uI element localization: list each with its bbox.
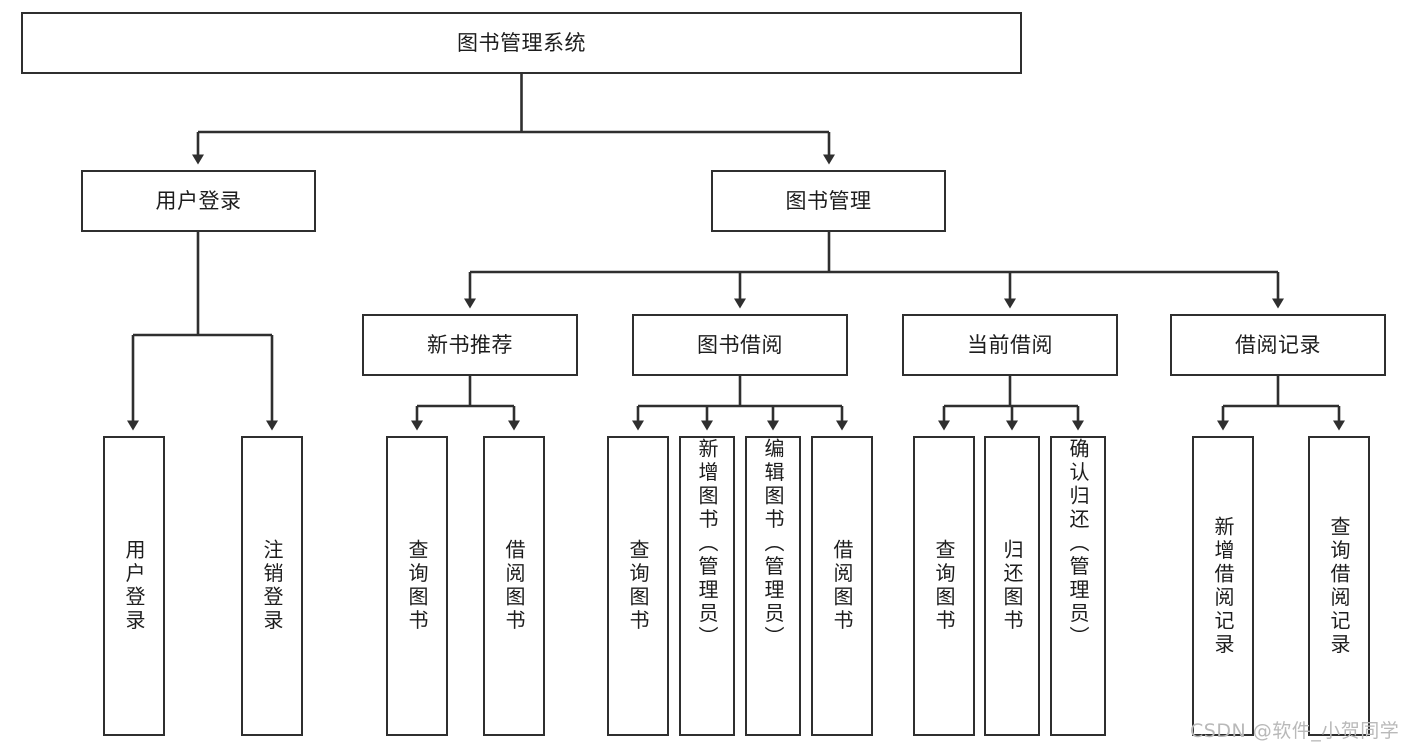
node-leaf-query-book-cb[interactable]: 查询图书 bbox=[913, 436, 975, 736]
node-new-book-rec-label: 新书推荐 bbox=[427, 332, 513, 357]
node-leaf-query-book-br[interactable]: 查询图书 bbox=[607, 436, 669, 736]
node-leaf-edit-book[interactable]: 编辑图书（管理员） bbox=[745, 436, 801, 736]
node-leaf-confirm-return-label: 确认归还（管理员） bbox=[1066, 438, 1090, 650]
node-leaf-query-book-cb-label: 查询图书 bbox=[932, 539, 956, 633]
node-leaf-confirm-return[interactable]: 确认归还（管理员） bbox=[1050, 436, 1106, 736]
node-leaf-add-book[interactable]: 新增图书（管理员） bbox=[679, 436, 735, 736]
node-new-book-rec[interactable]: 新书推荐 bbox=[362, 314, 578, 376]
node-leaf-query-record[interactable]: 查询借阅记录 bbox=[1308, 436, 1370, 736]
node-leaf-borrow-book-br-label: 借阅图书 bbox=[830, 539, 854, 633]
node-leaf-borrow-book-rec-label: 借阅图书 bbox=[502, 539, 526, 633]
node-leaf-add-record[interactable]: 新增借阅记录 bbox=[1192, 436, 1254, 736]
node-borrow-record-label: 借阅记录 bbox=[1235, 332, 1321, 357]
node-borrow-record[interactable]: 借阅记录 bbox=[1170, 314, 1386, 376]
node-leaf-query-book-br-label: 查询图书 bbox=[626, 539, 650, 633]
node-root[interactable]: 图书管理系统 bbox=[21, 12, 1022, 74]
node-leaf-user-login-label: 用户登录 bbox=[122, 539, 146, 633]
node-leaf-borrow-book-rec[interactable]: 借阅图书 bbox=[483, 436, 545, 736]
node-leaf-query-book-rec-label: 查询图书 bbox=[405, 539, 429, 633]
node-current-borrow-label: 当前借阅 bbox=[967, 332, 1053, 357]
node-book-manage[interactable]: 图书管理 bbox=[711, 170, 946, 232]
node-leaf-logout[interactable]: 注销登录 bbox=[241, 436, 303, 736]
node-leaf-add-record-label: 新增借阅记录 bbox=[1211, 515, 1235, 657]
node-book-manage-label: 图书管理 bbox=[785, 188, 872, 213]
node-leaf-return-book[interactable]: 归还图书 bbox=[984, 436, 1040, 736]
node-leaf-logout-label: 注销登录 bbox=[260, 539, 284, 633]
node-user-login[interactable]: 用户登录 bbox=[81, 170, 316, 232]
node-leaf-add-book-label: 新增图书（管理员） bbox=[695, 438, 719, 650]
node-leaf-borrow-book-br[interactable]: 借阅图书 bbox=[811, 436, 873, 736]
node-book-borrow[interactable]: 图书借阅 bbox=[632, 314, 848, 376]
csdn-watermark: CSDN @软件_小贺同学 bbox=[1190, 720, 1400, 742]
node-leaf-edit-book-label: 编辑图书（管理员） bbox=[761, 438, 785, 650]
node-leaf-user-login[interactable]: 用户登录 bbox=[103, 436, 165, 736]
node-leaf-query-book-rec[interactable]: 查询图书 bbox=[386, 436, 448, 736]
node-root-label: 图书管理系统 bbox=[457, 30, 586, 55]
node-leaf-return-book-label: 归还图书 bbox=[1000, 539, 1024, 633]
node-book-borrow-label: 图书借阅 bbox=[697, 332, 783, 357]
node-user-login-label: 用户登录 bbox=[155, 188, 242, 213]
node-leaf-query-record-label: 查询借阅记录 bbox=[1327, 515, 1351, 657]
node-current-borrow[interactable]: 当前借阅 bbox=[902, 314, 1118, 376]
